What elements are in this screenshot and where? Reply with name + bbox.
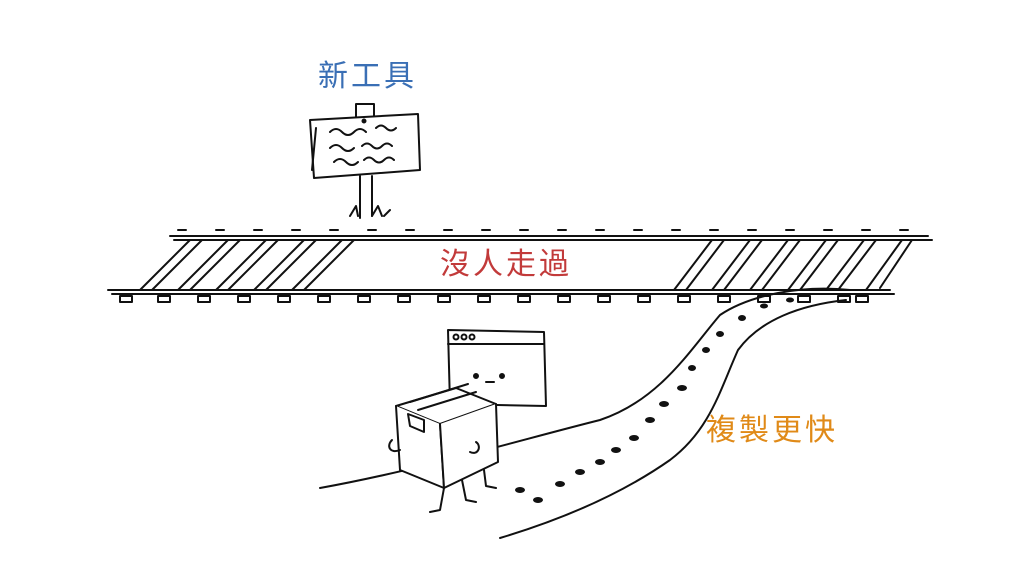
new-tool-label: 新工具 xyxy=(318,59,417,94)
untraveled-track-label: 沒人走過 xyxy=(434,248,578,282)
copy-faster-label: 複製更快 xyxy=(706,413,838,448)
railway-track-icon xyxy=(107,229,933,303)
signpost-icon xyxy=(309,103,421,219)
box-character-icon xyxy=(388,329,547,513)
